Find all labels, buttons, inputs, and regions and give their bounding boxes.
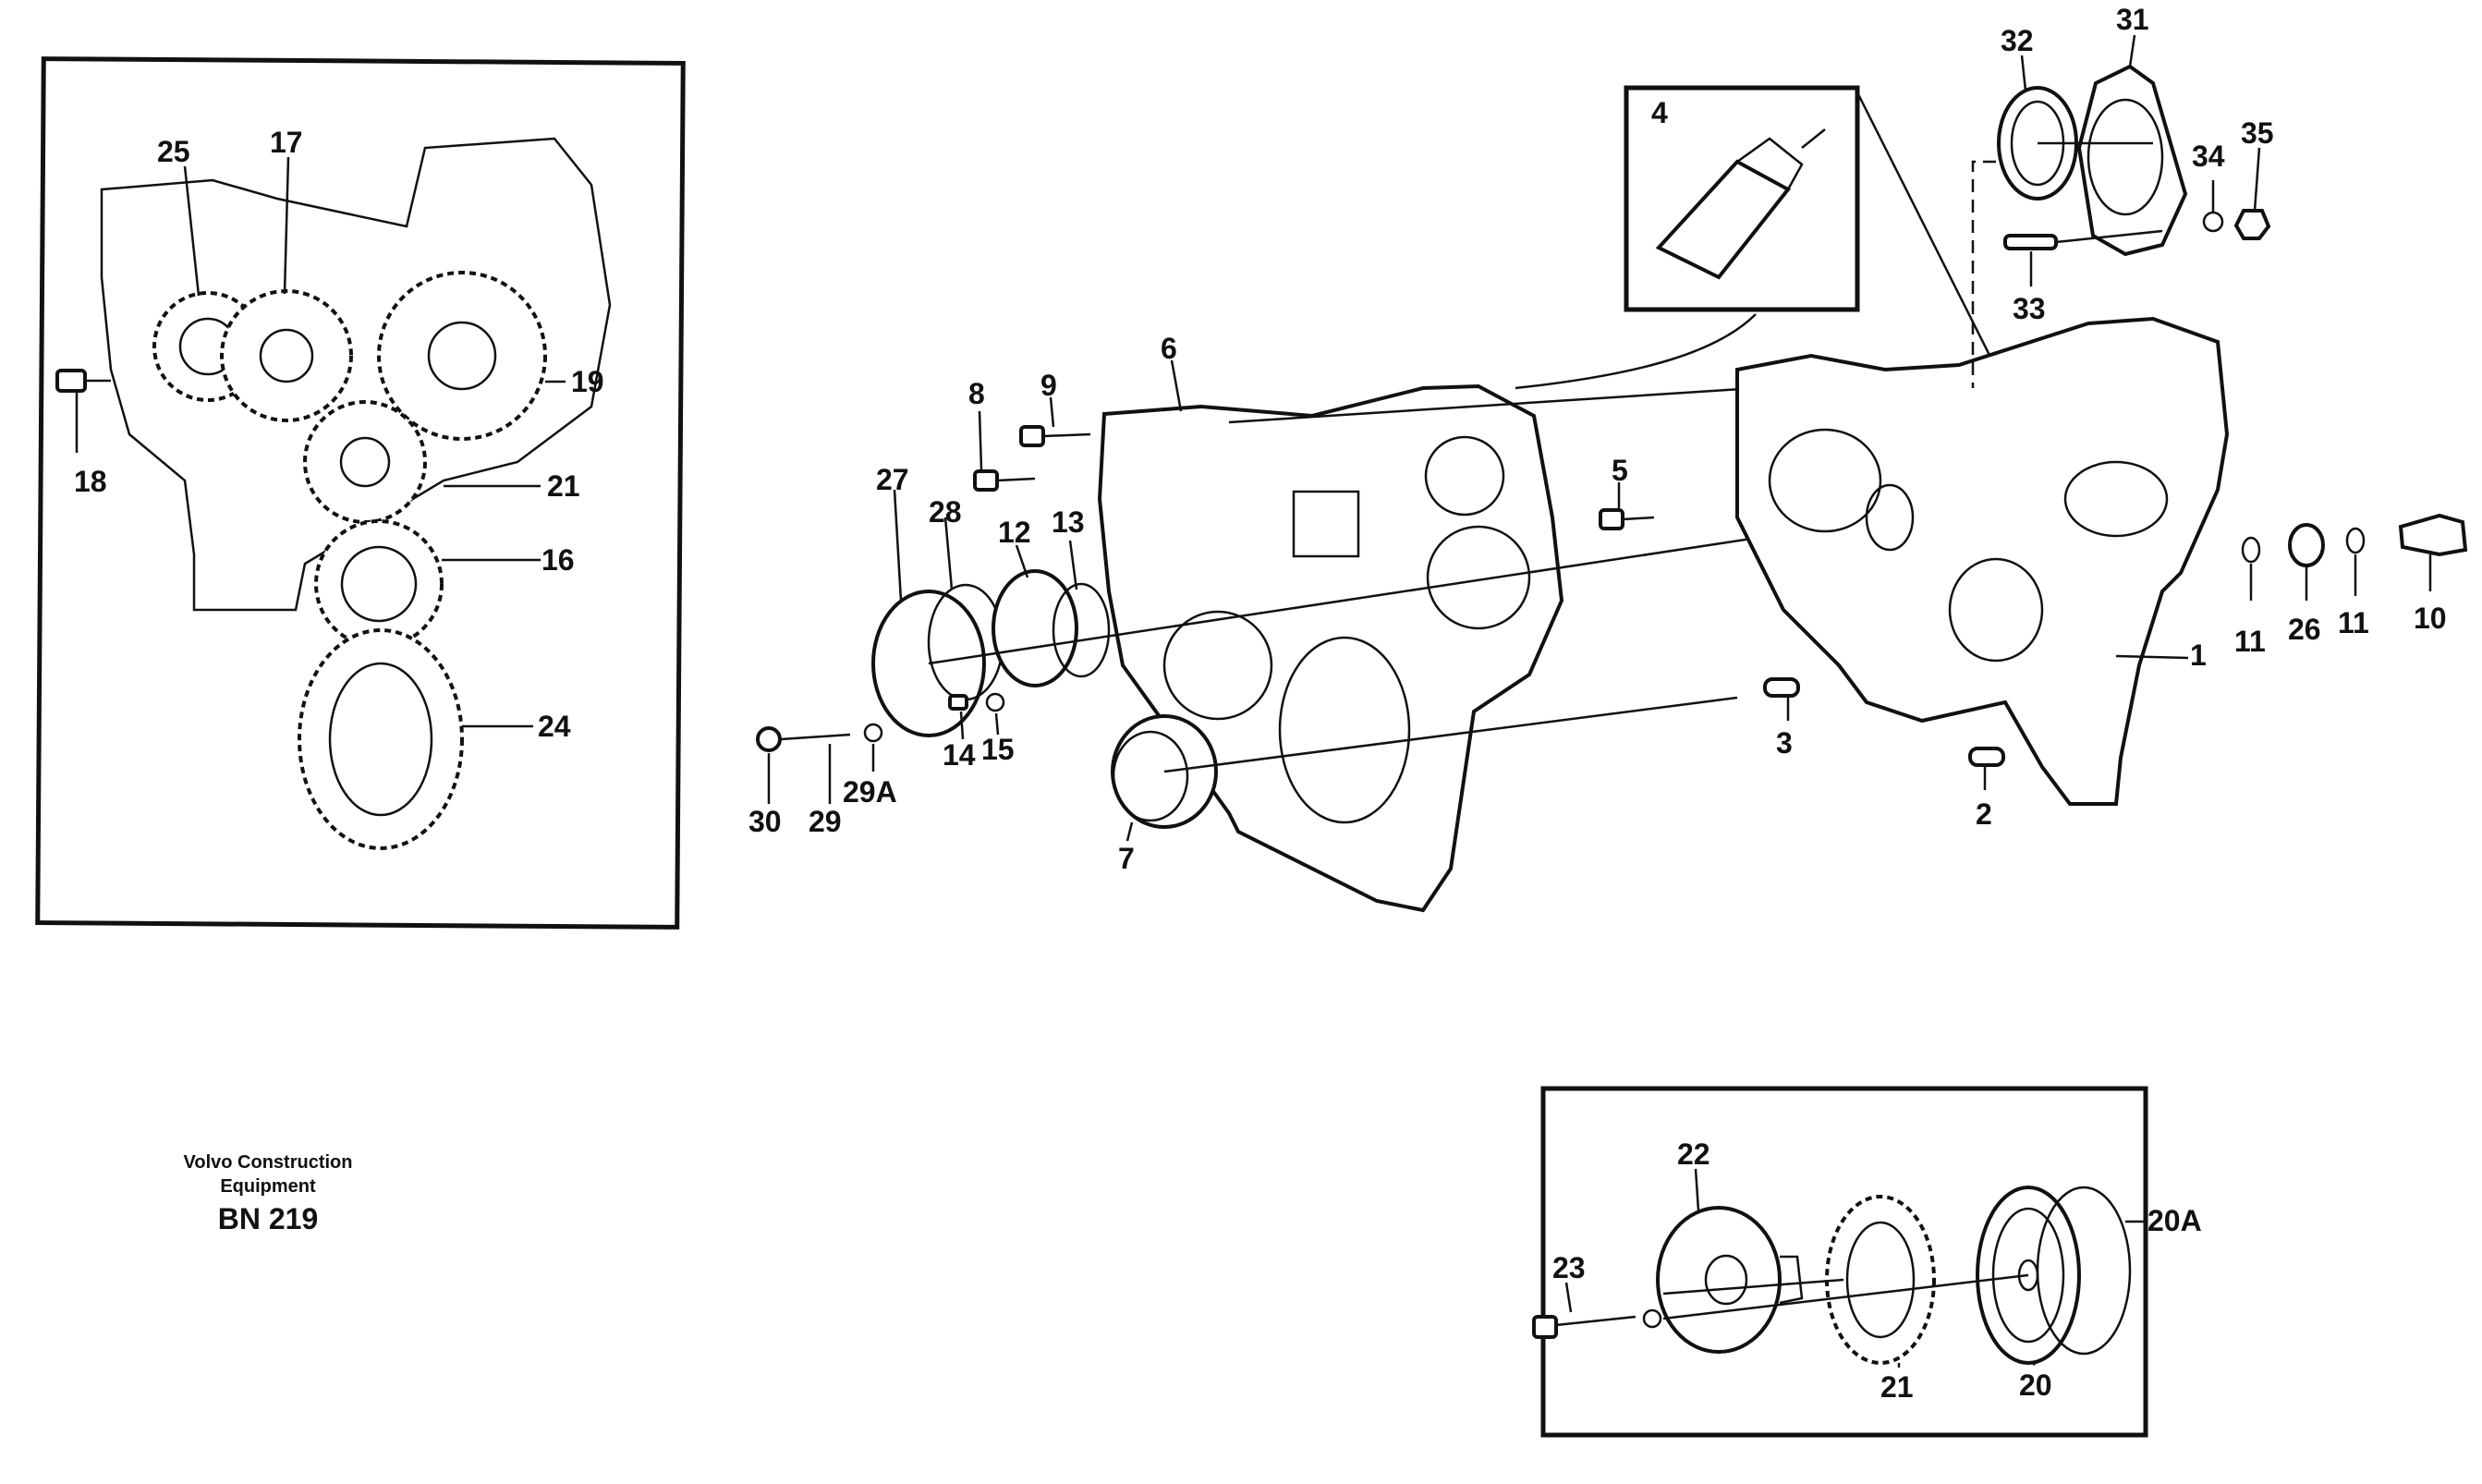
label-29: 29 [809,805,842,838]
bolt-23 [1532,1315,1558,1339]
label-34: 34 [2192,140,2225,173]
label-33: 33 [2013,292,2046,325]
label-4: 4 [1651,96,1668,129]
bolt-8 [973,469,999,492]
gear-16 [314,519,444,649]
washer-29A [863,723,883,743]
gasket-13 [1052,582,1111,678]
bolt-18 [55,369,87,393]
label-32: 32 [2001,24,2034,57]
sealant-tube-4 [1655,159,1792,280]
dowel-2 [1968,747,2005,767]
label-17: 17 [270,126,303,159]
front-cover-assembly: 6 8 9 27 28 12 13 14 15 29A 29 30 7 [748,332,2075,913]
sealant-callout: 4 [1515,85,2012,396]
cover-12 [992,569,1078,687]
label-27: 27 [876,463,909,496]
label-11-left: 11 [2234,625,2266,658]
nut-30 [756,726,782,752]
gear-21 [303,400,427,524]
label-1: 1 [2190,639,2207,672]
gear-train-inset: 25 17 19 21 16 24 18 [35,56,686,930]
label-2: 2 [1976,797,1992,831]
label-13: 13 [1052,505,1085,539]
dowel-3 [1763,677,1800,698]
label-16: 16 [541,543,575,577]
label-11-right: 11 [2338,606,2369,639]
label-14: 14 [943,738,976,772]
cover-plate-group: 32 31 34 35 33 [1971,3,2274,388]
label-20: 20 [2019,1368,2052,1402]
label-22: 22 [1677,1137,1710,1171]
sealant-frame [1624,85,1860,312]
label-20A: 20A [2147,1204,2202,1237]
label-21-hub: 21 [1880,1370,1914,1404]
company-name-line1: Volvo Construction [183,1152,353,1173]
label-35: 35 [2241,116,2274,150]
hub-frame [1540,1086,2148,1438]
label-28: 28 [929,495,962,529]
label-25: 25 [157,135,190,168]
washer-15 [985,692,1005,712]
label-31: 31 [2116,3,2149,36]
document-code: BN 219 [217,1202,319,1235]
label-3: 3 [1776,726,1793,760]
company-name-line2: Equipment [220,1176,316,1197]
hub-assembly-inset: 22 23 21 20 20A [1532,1086,2202,1438]
sensor-10 [2398,513,2468,557]
label-9: 9 [1040,369,1057,402]
cover-plate-31 [2076,64,2188,257]
label-18: 18 [74,465,107,498]
label-6: 6 [1161,332,1177,365]
washer-34 [2202,211,2224,233]
label-5: 5 [1612,454,1628,487]
washer-11-inner [2241,536,2261,564]
label-19: 19 [571,365,604,398]
label-15: 15 [981,733,1015,766]
spacer-26 [2288,523,2325,567]
timing-housing: 1 3 2 5 11 26 11 10 [1599,316,2468,831]
label-24: 24 [538,710,571,743]
washer-11-outer [2345,527,2366,554]
pulley-20A [2036,1186,2132,1356]
nut-35 [2233,209,2271,240]
stud-29 [780,733,851,741]
label-10: 10 [2414,602,2447,635]
bolt-5 [1599,508,1624,530]
stud-33 [2003,234,2058,250]
hub-22 [1656,1206,1782,1354]
gear-train-frame [35,56,686,930]
gear-17 [220,289,353,422]
label-29A: 29A [843,775,897,809]
label-8: 8 [968,377,985,410]
gear-19 [377,271,547,441]
gear-21-hub [1825,1195,1936,1365]
label-12: 12 [998,516,1031,549]
label-7: 7 [1118,842,1135,875]
timing-housing-outline [100,137,612,612]
label-26: 26 [2288,613,2321,646]
bolt-9 [1019,425,1045,447]
label-30: 30 [748,805,782,838]
label-23: 23 [1552,1251,1586,1284]
front-cover-6 [1097,383,1564,913]
gear-24 [298,628,464,850]
bolt-14 [948,694,968,711]
publisher-imprint: Volvo Construction Equipment BN 219 [148,1150,388,1239]
label-21: 21 [547,469,580,503]
